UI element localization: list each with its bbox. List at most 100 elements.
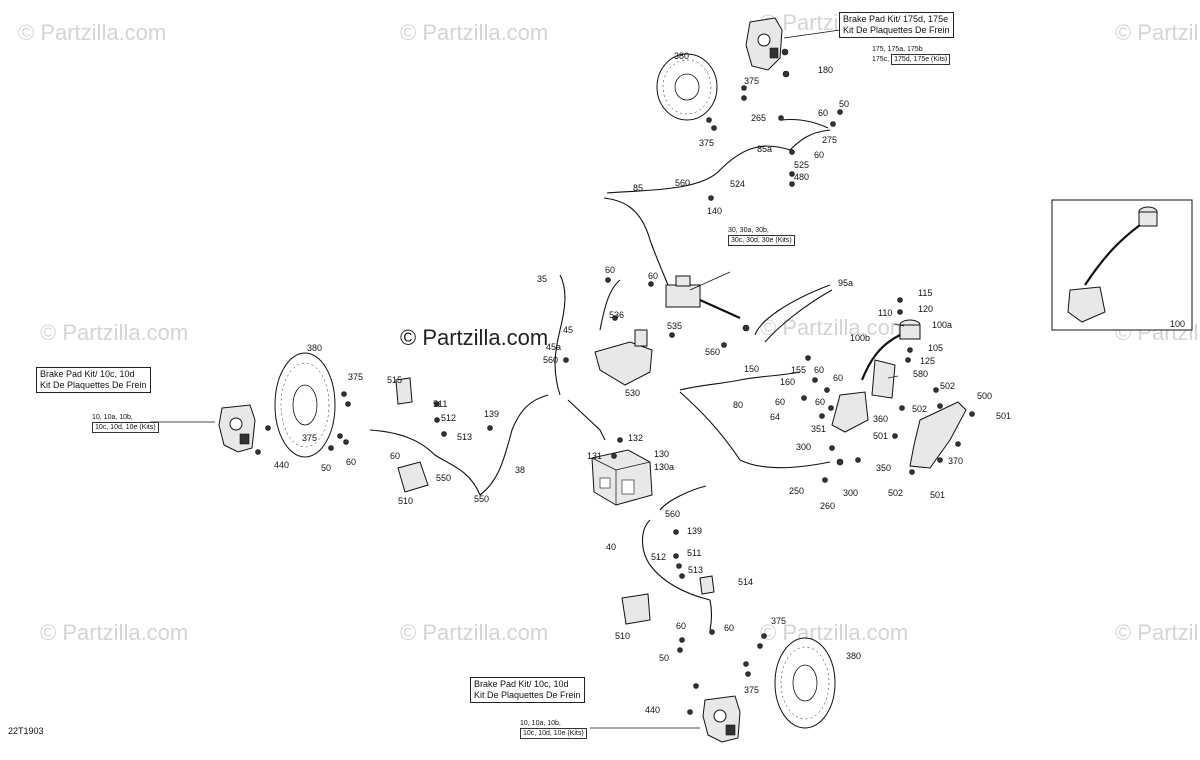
watermark: © Partzilla.com xyxy=(40,620,188,645)
callout-fr: Kit De Plaquettes De Frein xyxy=(843,25,950,35)
part-number: 440 xyxy=(645,705,660,715)
part-number: 60 xyxy=(346,457,356,467)
ref-kit-bottom: 10, 10a, 10b, 10c, 10d, 10e (Kits) xyxy=(520,719,587,739)
part-number: 510 xyxy=(615,631,630,641)
ref-kit-left: 10, 10a, 10b, 10c, 10d, 10e (Kits) xyxy=(92,413,159,433)
part-number: 440 xyxy=(274,460,289,470)
part-number: 139 xyxy=(687,526,702,536)
brake-disc-icon xyxy=(274,352,336,458)
part-number: 115 xyxy=(918,288,932,298)
part-number: 530 xyxy=(625,388,640,398)
diagram-code: 22T1903 xyxy=(8,726,44,736)
part-number: 513 xyxy=(457,432,472,442)
part-number: 512 xyxy=(651,552,666,562)
part-number: 45 xyxy=(563,325,573,335)
part-number: 515 xyxy=(387,375,402,385)
brake-line-icon xyxy=(369,118,833,631)
part-number: 501 xyxy=(930,490,945,500)
part-number: 60 xyxy=(648,271,658,281)
watermark: © Partzilla.com xyxy=(18,20,166,45)
part-number: 480 xyxy=(794,172,809,182)
part-number: 260 xyxy=(820,501,835,511)
part-number: 511 xyxy=(433,399,447,409)
part-number: 100b xyxy=(850,333,870,343)
part-number: 380 xyxy=(307,343,322,353)
callout-en: Brake Pad Kit/ 10c, 10d xyxy=(474,679,569,689)
part-number: 560 xyxy=(543,355,558,365)
part-number: 45a xyxy=(546,342,561,352)
part-number: 100a xyxy=(932,320,952,330)
callout-fr: Kit De Plaquettes De Frein xyxy=(40,380,147,390)
part-number: 80 xyxy=(733,400,743,410)
part-number: 502 xyxy=(940,381,955,391)
part-number: 560 xyxy=(665,509,680,519)
ref-line-part: 175c, xyxy=(872,56,890,63)
part-number: 60 xyxy=(676,621,686,631)
callout-en: Brake Pad Kit/ 10c, 10d xyxy=(40,369,135,379)
part-number: 351 xyxy=(811,424,826,434)
callout-brake-pad-kit-top: Brake Pad Kit/ 175d, 175e Kit De Plaquet… xyxy=(839,12,954,38)
part-number: 105 xyxy=(928,343,943,353)
part-number: 375 xyxy=(771,616,786,626)
part-number: 95a xyxy=(838,278,853,288)
part-number: 300 xyxy=(843,488,858,498)
brake-caliper-icon xyxy=(218,404,256,453)
part-number: 150 xyxy=(744,364,759,374)
inset-frame xyxy=(1051,199,1193,331)
part-number: 250 xyxy=(789,486,804,496)
part-number: 502 xyxy=(912,404,927,414)
part-number: 132 xyxy=(628,433,643,443)
part-number: 501 xyxy=(996,411,1011,421)
part-number: 300 xyxy=(796,442,811,452)
watermarks: © Partzilla.com © Partzilla.com © Partzi… xyxy=(18,10,1200,645)
ref-line: 175c, 175d, 175e (Kits) xyxy=(872,54,951,65)
brake-disc-icon xyxy=(774,637,836,729)
part-number: 360 xyxy=(873,414,888,424)
bracket-icon xyxy=(909,401,967,469)
bracket-icon xyxy=(395,377,413,405)
part-number: 60 xyxy=(814,365,824,375)
part-number: 85 xyxy=(633,183,643,193)
part-number: 120 xyxy=(918,304,933,314)
part-number: 580 xyxy=(913,369,928,379)
part-number: 50 xyxy=(839,99,849,109)
part-number: 110 xyxy=(878,308,892,318)
reservoir-icon xyxy=(831,319,921,433)
part-number: 60 xyxy=(605,265,615,275)
part-number: 525 xyxy=(794,160,809,170)
bracket-icon xyxy=(397,461,429,493)
part-number: 513 xyxy=(688,565,703,575)
part-number: 60 xyxy=(390,451,400,461)
callout-brake-pad-kit-bottom: Brake Pad Kit/ 10c, 10d Kit De Plaquette… xyxy=(470,677,585,703)
watermark: © Partzilla.com xyxy=(400,620,548,645)
ref-line-boxed: 10c, 10d, 10e (Kits) xyxy=(92,422,159,433)
ref-kit-top: 175, 175a, 175b 175c, 175d, 175e (Kits) xyxy=(872,45,951,65)
part-number: 560 xyxy=(675,178,690,188)
part-number: 64 xyxy=(770,412,780,422)
part-number: 180 xyxy=(818,65,833,75)
watermark: © Partzilla.com xyxy=(760,315,908,340)
part-number: 550 xyxy=(474,494,489,504)
part-number: 375 xyxy=(302,433,317,443)
ref-line: 30, 30a, 30b, xyxy=(728,227,769,234)
part-number: 502 xyxy=(888,488,903,498)
fastener-icon xyxy=(255,48,975,715)
watermark-main: © Partzilla.com xyxy=(400,325,548,350)
part-number: 375 xyxy=(744,76,759,86)
part-number: 560 xyxy=(705,347,720,357)
brake-caliper-icon xyxy=(745,17,783,71)
part-number: 60 xyxy=(833,373,843,383)
ref-line: 10, 10a, 10b, xyxy=(92,414,133,421)
part-number: 512 xyxy=(441,413,456,423)
part-number: 370 xyxy=(948,456,963,466)
brake-disc-icon xyxy=(656,53,718,121)
part-number: 35 xyxy=(537,274,547,284)
part-number: 380 xyxy=(846,651,861,661)
part-number: 50 xyxy=(659,653,669,663)
bracket-icon xyxy=(594,329,653,386)
part-number: 160 xyxy=(780,377,795,387)
part-number: 511 xyxy=(687,548,701,558)
ref-kit-master: 30, 30a, 30b, 30c, 30d, 30e (Kits) xyxy=(728,226,795,246)
